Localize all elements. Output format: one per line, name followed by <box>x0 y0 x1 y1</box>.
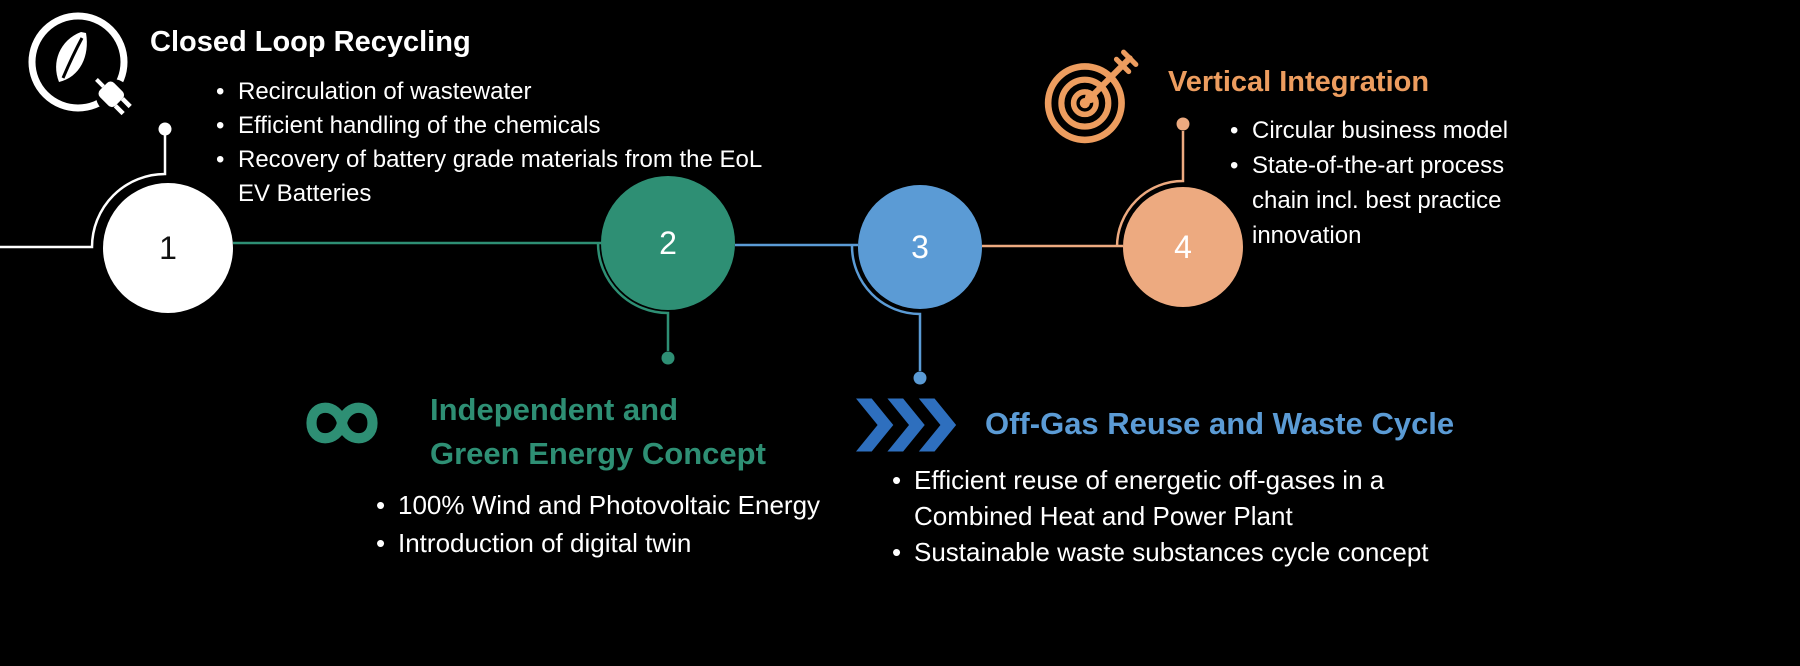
step-4-bullet-list: Circular business model State-of-the-art… <box>1226 113 1538 253</box>
hook-dot-3 <box>913 371 927 385</box>
eco-leaf-plug-icon <box>28 12 132 116</box>
step-2-bullet-list: 100% Wind and Photovoltaic Energy Introd… <box>372 486 892 562</box>
step-number-4: 4 <box>1174 228 1192 265</box>
target-dart-icon <box>1044 49 1139 144</box>
hook-dot-1 <box>158 122 172 136</box>
entry-line-and-hook-1 <box>0 135 167 249</box>
infinity-icon <box>306 402 378 444</box>
step-4-text-block: Vertical Integration Circular business m… <box>1168 66 1568 253</box>
step-3-title: Off-Gas Reuse and Waste Cycle <box>985 406 1455 441</box>
step-3-bullet-list: Efficient reuse of energetic off-gases i… <box>888 462 1463 570</box>
step-1-title: Closed Loop Recycling <box>150 26 471 58</box>
step-4-title: Vertical Integration <box>1168 66 1430 98</box>
bullet-item: Circular business model <box>1226 113 1538 148</box>
bullet-item: Efficient handling of the chemicals <box>212 109 772 143</box>
step-2-text-block: 100% Wind and Photovoltaic Energy Introd… <box>372 486 892 562</box>
step-circle-3: 3 <box>858 185 982 309</box>
step-2-title: Independent and Green Energy Concept <box>430 392 766 471</box>
bullet-item: Recirculation of wastewater <box>212 75 772 109</box>
bullet-item: 100% Wind and Photovoltaic Energy <box>372 486 892 524</box>
step-1-bullet-list: Recirculation of wastewater Efficient ha… <box>212 75 772 211</box>
hook-3 <box>850 245 922 371</box>
hook-dot-2 <box>661 351 675 365</box>
step-1-text-block: Closed Loop Recycling Recirculation of w… <box>150 26 830 211</box>
hook-4 <box>1115 131 1185 248</box>
step-number-1: 1 <box>159 229 177 266</box>
hook-dot-4 <box>1176 117 1190 131</box>
step-number-2: 2 <box>659 224 677 261</box>
bullet-item: Recovery of battery grade materials from… <box>212 143 772 211</box>
bullet-item: Efficient reuse of energetic off-gases i… <box>888 462 1463 534</box>
step-circle-4: 4 <box>1123 187 1243 307</box>
step-3-text-block: Efficient reuse of energetic off-gases i… <box>888 462 1463 570</box>
step-number-3: 3 <box>911 228 929 265</box>
bullet-item: Sustainable waste substances cycle conce… <box>888 534 1463 570</box>
bullet-item: State-of-the-art process chain incl. bes… <box>1226 148 1538 253</box>
bullet-item: Introduction of digital twin <box>372 524 892 562</box>
hook-2 <box>596 242 670 351</box>
triple-chevron-icon <box>856 398 957 452</box>
